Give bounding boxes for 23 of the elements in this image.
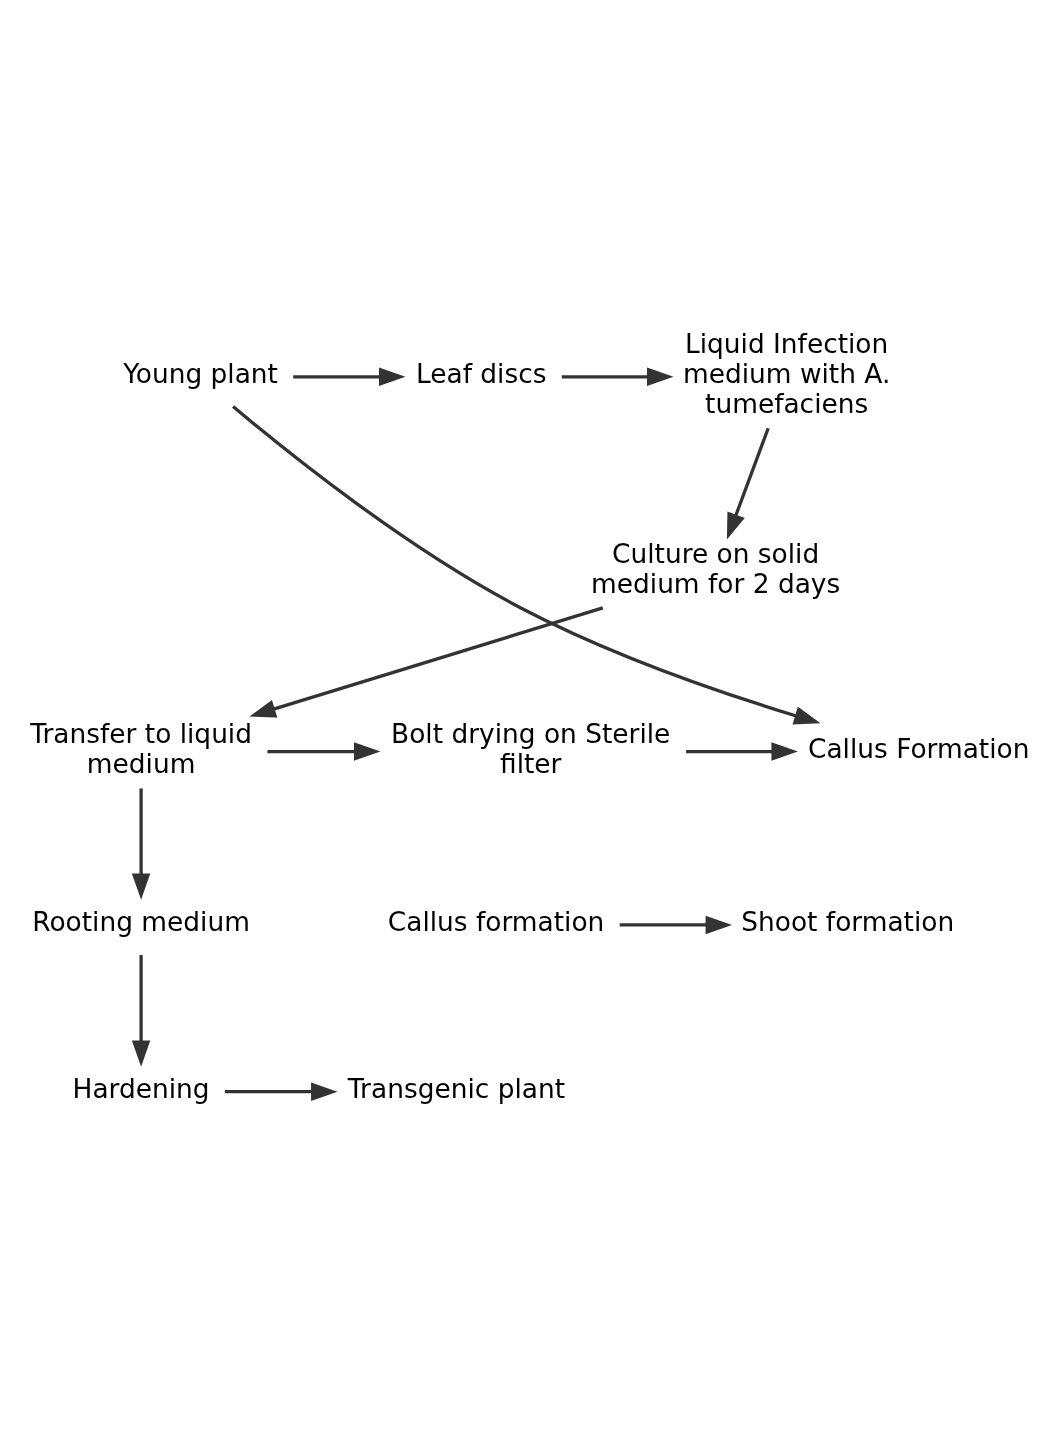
arrow [249, 605, 604, 718]
node-text: Leaf discs [415, 357, 547, 389]
node-text: Transfer to liquid medium [30, 717, 252, 779]
node-text: Liquid Infection medium with A. tumefaciens [682, 327, 891, 419]
arrow [131, 787, 151, 900]
arrow [619, 915, 733, 934]
node-text: Callus Formation [807, 732, 1030, 764]
arrow [293, 367, 406, 386]
arrow [224, 1081, 338, 1101]
arrow [726, 427, 770, 540]
node-text: Young plant [123, 357, 278, 389]
node-text: Hardening [72, 1072, 210, 1104]
node-text: Bolt drying on Sterile filter [391, 717, 671, 779]
node-text: Shoot formation [741, 905, 955, 937]
node-text: Rooting medium [32, 905, 250, 937]
node-text: Callus formation [387, 905, 605, 937]
arrow [232, 404, 821, 724]
node-text: Transgenic plant [347, 1072, 566, 1104]
node-text: Culture on solid medium for 2 days [591, 537, 841, 599]
arrow [561, 367, 674, 386]
arrow [267, 741, 381, 761]
arrow [686, 741, 798, 761]
arrow [131, 954, 151, 1067]
